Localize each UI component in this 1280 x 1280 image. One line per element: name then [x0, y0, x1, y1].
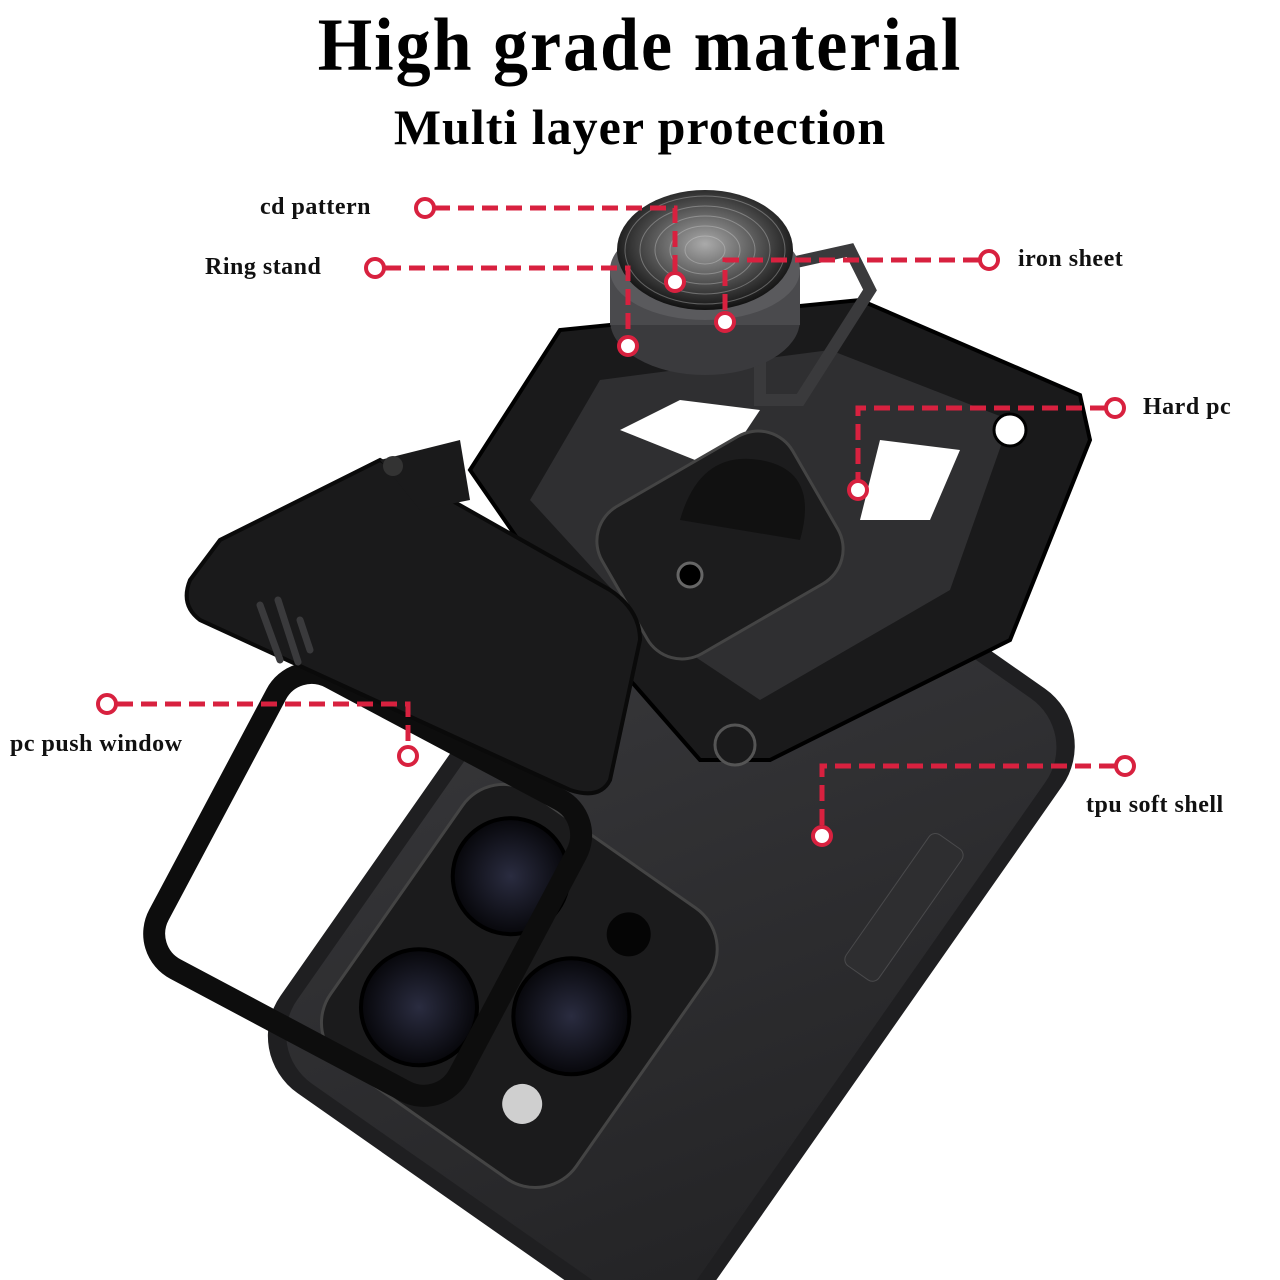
label-cd-pattern: cd pattern: [260, 194, 371, 220]
ring-stand-layer: [610, 190, 877, 406]
cd-pattern-marker: [414, 197, 436, 219]
label-hard-pc: Hard pc: [1143, 394, 1232, 420]
cd-pattern-disc: [617, 190, 793, 310]
hard-pc-marker: [1104, 397, 1126, 419]
label-tpu-soft-shell: tpu soft shell: [1086, 792, 1224, 818]
pc-push-window-layer: [143, 440, 643, 1107]
callout-lines: [117, 205, 1115, 836]
ring-stand-marker: [364, 257, 386, 279]
iron-sheet-marker: [978, 249, 1000, 271]
pc-push-window-marker: [96, 693, 118, 715]
callout-markers: [96, 197, 1136, 847]
label-iron-sheet: iron sheet: [1018, 246, 1124, 272]
tpu-soft-shell-marker: [1114, 755, 1136, 777]
label-pc-push-window: pc push window: [10, 731, 183, 757]
headline-title: High grade material: [317, 3, 963, 88]
headline-subtitle: Multi layer protection: [393, 99, 887, 155]
label-ring-stand: Ring stand: [205, 254, 322, 280]
